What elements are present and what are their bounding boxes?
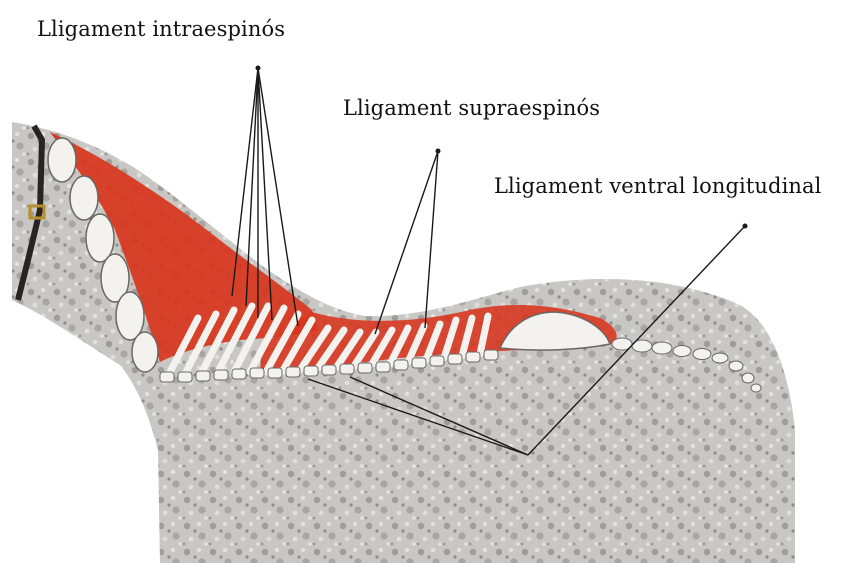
leader-lines-supraespinos	[375, 151, 438, 334]
leader-dot-intraespinos	[256, 66, 261, 71]
leader-dot-ventral	[743, 224, 748, 229]
label-supraespinos-ligament: Lligament supraespinós	[343, 96, 600, 120]
label-ventral-longitudinal-ligament: Lligament ventral longitudinal	[494, 174, 821, 198]
label-intraespinos-ligament: Lligament intraespinós	[37, 17, 285, 41]
leader-dot-supraespinos	[436, 149, 441, 154]
